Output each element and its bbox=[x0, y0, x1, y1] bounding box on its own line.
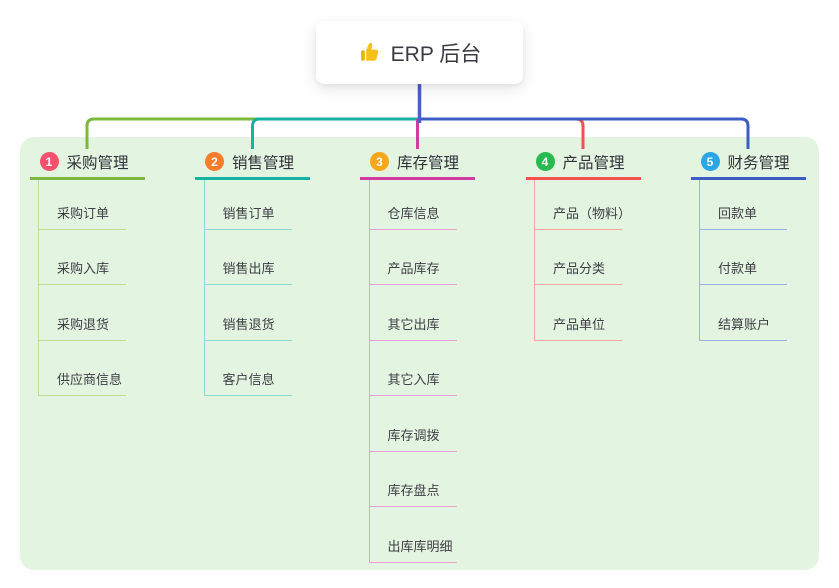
child-node[interactable]: 其它出库 bbox=[369, 285, 457, 341]
child-node-label: 库存盘点 bbox=[387, 483, 440, 498]
child-node-label: 销售出库 bbox=[222, 261, 275, 276]
branch-node[interactable]: 4 产品管理 bbox=[525, 146, 641, 180]
child-node-label: 回款单 bbox=[718, 205, 758, 221]
child-node[interactable]: 库存盘点 bbox=[369, 452, 457, 507]
branch-node[interactable]: 2 销售管理 bbox=[195, 146, 310, 180]
branch-label: 销售管理 bbox=[232, 154, 295, 172]
child-node-label: 出库库明细 bbox=[387, 538, 453, 554]
child-node-label: 采购退货 bbox=[57, 316, 110, 332]
child-node[interactable]: 产品库存 bbox=[369, 230, 457, 285]
child-node-label: 客户信息 bbox=[222, 372, 275, 387]
root-node[interactable]: ERP 后台 bbox=[316, 21, 523, 84]
child-node[interactable]: 产品单位 bbox=[535, 285, 622, 341]
child-node[interactable]: 库存调拨 bbox=[369, 396, 457, 452]
branch-number-badge: 3 bbox=[370, 152, 389, 171]
mindmap-background-panel bbox=[20, 137, 819, 570]
child-node-label: 采购订单 bbox=[57, 205, 110, 221]
child-node-label: 其它出库 bbox=[387, 316, 440, 332]
branch-column: 5 财务管理 回款单付款单结算账户 bbox=[690, 146, 806, 341]
child-node[interactable]: 销售订单 bbox=[204, 180, 292, 230]
child-node[interactable]: 采购退货 bbox=[39, 285, 126, 341]
branch-column: 1 采购管理 采购订单采购入库采购退货供应商信息 bbox=[29, 146, 145, 396]
child-node[interactable]: 结算账户 bbox=[700, 285, 787, 341]
child-node[interactable]: 出库库明细 bbox=[369, 507, 457, 563]
branch-children: 仓库信息产品库存其它出库其它入库库存调拨库存盘点出库库明细 bbox=[368, 180, 457, 563]
branch-number-badge: 2 bbox=[205, 152, 224, 171]
child-node[interactable]: 销售退货 bbox=[204, 285, 292, 341]
branch-column: 2 销售管理 销售订单销售出库销售退货客户信息 bbox=[195, 146, 310, 396]
thumbs-up-icon bbox=[358, 41, 381, 64]
root-node-label: ERP 后台 bbox=[390, 42, 482, 66]
child-node[interactable]: 付款单 bbox=[700, 230, 787, 285]
child-node-label: 采购入库 bbox=[57, 261, 110, 276]
branch-number-badge: 1 bbox=[39, 152, 59, 171]
child-node-label: 付款单 bbox=[718, 261, 758, 276]
child-node[interactable]: 仓库信息 bbox=[369, 180, 457, 230]
branch-label: 采购管理 bbox=[66, 154, 129, 172]
branch-column: 3 库存管理 仓库信息产品库存其它出库其它入库库存调拨库存盘点出库库明细 bbox=[360, 146, 475, 563]
child-node-label: 结算账户 bbox=[718, 316, 771, 332]
child-node[interactable]: 产品分类 bbox=[535, 230, 622, 285]
branch-node[interactable]: 1 采购管理 bbox=[29, 146, 145, 180]
branch-children: 产品（物料） 产品分类产品单位 bbox=[534, 180, 631, 341]
child-node[interactable]: 其它入库 bbox=[369, 341, 457, 396]
branch-children: 销售订单销售出库销售退货客户信息 bbox=[203, 180, 292, 396]
branch-label: 财务管理 bbox=[727, 154, 790, 172]
child-node-label: 产品库存 bbox=[387, 261, 440, 276]
child-node[interactable]: 产品（物料） bbox=[535, 180, 631, 230]
child-node-label: 供应商信息 bbox=[57, 372, 123, 387]
child-node[interactable]: 客户信息 bbox=[204, 341, 292, 396]
child-node-label: 产品分类 bbox=[553, 261, 606, 276]
child-node-label: 销售订单 bbox=[222, 205, 275, 221]
child-node-label: 库存调拨 bbox=[387, 427, 440, 443]
child-node-label: 产品单位 bbox=[553, 316, 606, 332]
child-node[interactable]: 供应商信息 bbox=[39, 341, 126, 396]
branch-children: 回款单付款单结算账户 bbox=[699, 180, 787, 341]
child-node[interactable]: 采购订单 bbox=[39, 180, 126, 230]
child-node[interactable]: 采购入库 bbox=[39, 230, 126, 285]
child-node-label: 仓库信息 bbox=[387, 205, 440, 221]
branch-children: 采购订单采购入库采购退货供应商信息 bbox=[38, 180, 126, 396]
child-node[interactable]: 回款单 bbox=[700, 180, 787, 230]
branch-label: 产品管理 bbox=[562, 154, 625, 172]
branch-number-badge: 5 bbox=[700, 152, 720, 171]
branch-number-badge: 4 bbox=[535, 152, 555, 171]
child-node[interactable]: 销售出库 bbox=[204, 230, 292, 285]
branch-node[interactable]: 5 财务管理 bbox=[690, 146, 806, 180]
branch-node[interactable]: 3 库存管理 bbox=[360, 146, 475, 180]
child-node-label: 其它入库 bbox=[387, 372, 440, 387]
branch-column: 4 产品管理 产品（物料） 产品分类产品单位 bbox=[525, 146, 641, 341]
child-node-label: 产品（物料） bbox=[553, 205, 632, 221]
child-node-label: 销售退货 bbox=[222, 316, 275, 332]
branch-label: 库存管理 bbox=[397, 154, 460, 172]
